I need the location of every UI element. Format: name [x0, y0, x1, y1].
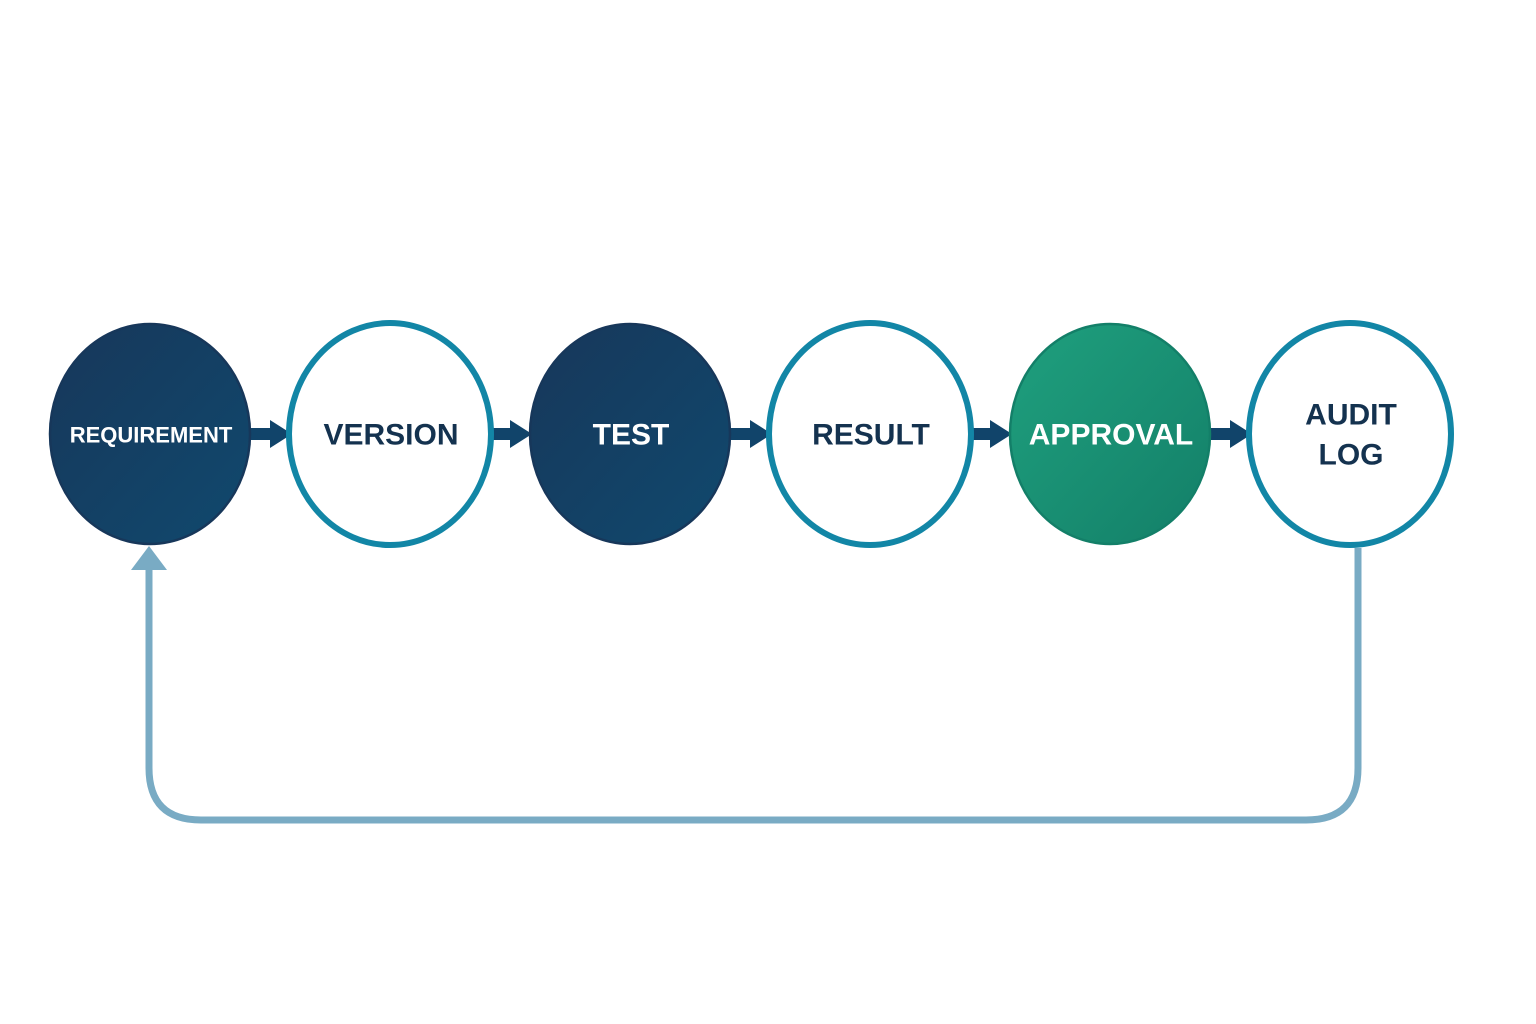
node-label-approval: APPROVAL: [1029, 419, 1193, 452]
node-version: VERSION: [286, 320, 494, 548]
feedback-loop-layer: [131, 546, 1362, 824]
node-shape-requirement: [48, 322, 252, 546]
node-label-audit-log-line-2: LOG: [1319, 439, 1384, 472]
node-label-requirement: REQUIREMENT: [70, 423, 233, 448]
node-shape-audit-log: [1246, 320, 1454, 548]
node-label-test: TEST: [593, 419, 670, 452]
node-test: TEST: [528, 322, 732, 546]
flow-arrowhead: [990, 420, 1012, 448]
flow-arrowhead: [1230, 420, 1252, 448]
node-audit-log: AUDIT LOG: [1246, 320, 1454, 548]
flow-arrow-shaft: [246, 428, 272, 440]
node-layer: REQUIREMENT VERSION TEST RESULT APPROVAL AUDI…: [48, 320, 1454, 548]
node-label-result: RESULT: [812, 419, 930, 452]
flow-arrowhead: [510, 420, 532, 448]
node-result: RESULT: [766, 320, 974, 548]
node-shape-result: [766, 320, 974, 548]
node-label-audit-log-line-1: AUDIT: [1305, 399, 1397, 432]
flow-arrow-shaft: [726, 428, 752, 440]
node-shape-approval: [1008, 322, 1212, 546]
feedback-loop-arrowhead: [131, 546, 167, 570]
edge-layer: [246, 420, 1252, 448]
flow-arrow-shaft: [1206, 428, 1232, 440]
feedback-loop-connector: [145, 548, 1362, 824]
flow-arrowhead: [750, 420, 772, 448]
node-requirement: REQUIREMENT: [48, 322, 252, 546]
flow-arrowhead: [270, 420, 292, 448]
node-label-version: VERSION: [323, 419, 458, 452]
node-shape-test: [528, 322, 732, 546]
node-shape-version: [286, 320, 494, 548]
node-approval: APPROVAL: [1008, 322, 1212, 546]
